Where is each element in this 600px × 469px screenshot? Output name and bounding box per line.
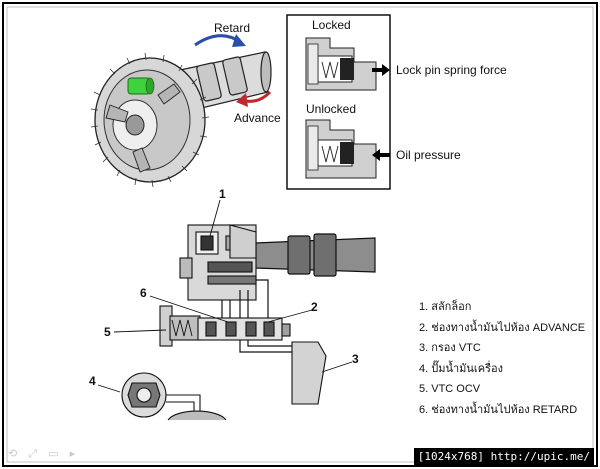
oil-circuit-schematic	[121, 224, 376, 421]
callout-1: 1	[219, 187, 226, 201]
callout-6: 6	[140, 286, 147, 300]
viewer-toolbar[interactable]: ⟲ ⤢ ▭ ▸	[8, 448, 80, 460]
oil-pump	[121, 372, 227, 421]
unlocked-pin-diagram	[305, 119, 377, 179]
image-size-label: [1024x768]	[417, 450, 485, 463]
legend-item: 2. ช่องทางน้ำมันไปห้อง ADVANCE	[419, 321, 586, 334]
locked-pin-diagram	[305, 37, 377, 91]
legend: 1. สลักล็อก 2. ช่องทางน้ำมันไปห้อง ADVAN…	[419, 297, 585, 421]
legend-item: 3. กรอง VTC	[419, 342, 481, 355]
vtc-filter	[291, 341, 327, 405]
legend-item: 1. สลักล็อก	[419, 301, 472, 313]
retard-label: Retard	[214, 21, 251, 35]
oil-pressure-arrow-icon	[372, 149, 390, 161]
image-host-footer[interactable]: [1024x768] http://upic.me/	[413, 448, 594, 465]
callout-3: 3	[352, 352, 359, 366]
locked-label: Locked	[312, 18, 351, 32]
vtc-actuator-illustration	[90, 51, 272, 188]
callout-5: 5	[104, 325, 111, 339]
host-link[interactable]: http://upic.me/	[490, 450, 590, 463]
advance-label: Advance	[234, 111, 281, 125]
oil-pressure-label: Oil pressure	[396, 148, 461, 162]
lock-pin-force-label: Lock pin spring force	[396, 63, 507, 77]
legend-item: 5. VTC OCV	[419, 383, 481, 396]
legend-item: 4. ปั๊มน้ำมันเครื่อง	[419, 362, 503, 375]
callout-4: 4	[89, 374, 96, 388]
lock-force-arrow-icon	[372, 64, 390, 76]
callout-2: 2	[311, 300, 318, 314]
lock-pin-states-box	[286, 14, 391, 190]
legend-item: 6. ช่องทางน้ำมันไปห้อง RETARD	[419, 403, 578, 416]
unlocked-label: Unlocked	[306, 102, 357, 116]
